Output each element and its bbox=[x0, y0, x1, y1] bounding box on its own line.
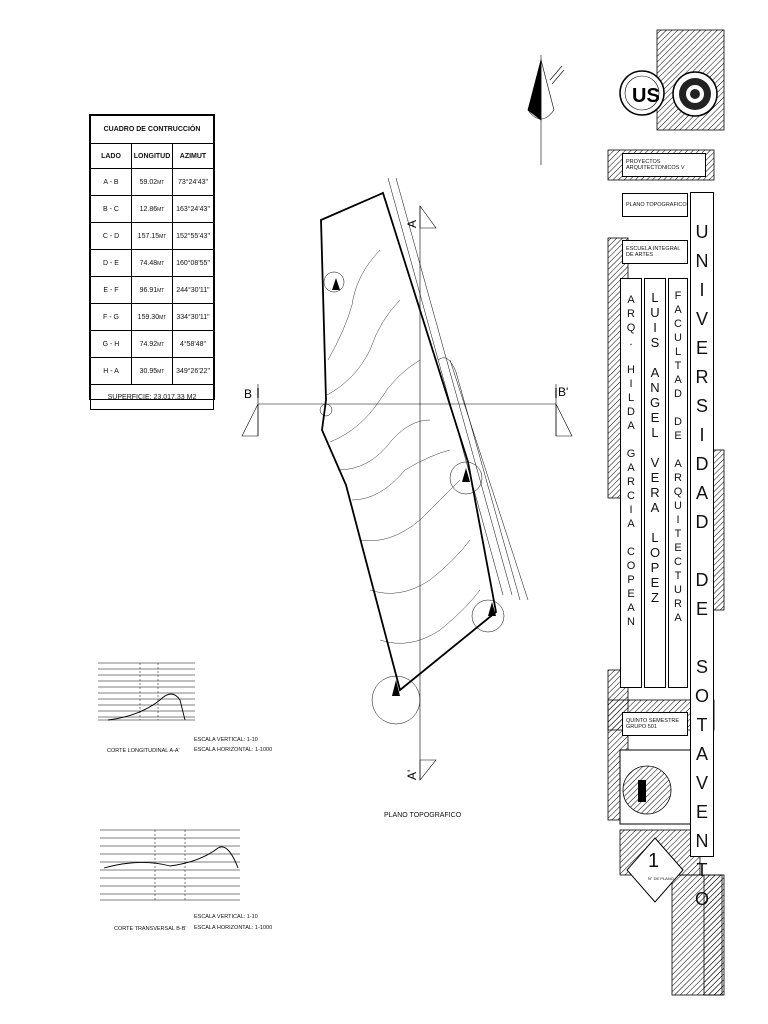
longitud-value: 96.91 bbox=[139, 286, 158, 294]
unit: MT bbox=[159, 314, 167, 321]
construction-table: CUADRO DE CONTRUCCIÓN LADO LONGITUD AZIM… bbox=[89, 114, 215, 410]
longitud-value: 30.95 bbox=[139, 367, 158, 375]
group-box: QUINTO SEMESTRE GRUPO 501 bbox=[622, 712, 688, 736]
lot-boundary bbox=[320, 191, 497, 692]
cell-lado: B - C bbox=[90, 195, 132, 223]
sheet-number-label: N° DE PLANO bbox=[648, 876, 674, 881]
vertex-markers bbox=[319, 271, 505, 725]
section-transversal-scale-h: ESCALA HORIZONTAL: 1-1000 bbox=[194, 925, 273, 931]
longitud-value: 74.92 bbox=[139, 340, 158, 348]
unit: MT bbox=[157, 206, 165, 213]
cell-longitud: 59.02MT bbox=[131, 168, 173, 196]
table-row: C - D 157.15MT 152°55'43" bbox=[90, 222, 214, 250]
cell-azimut: 349°26'22" bbox=[172, 357, 214, 385]
school-box: ESCUELA INTEGRAL DE ARTES bbox=[622, 240, 688, 264]
cell-azimut: 244°30'11" bbox=[172, 276, 214, 304]
school-logo-icon bbox=[619, 749, 693, 825]
road-edges bbox=[387, 177, 529, 601]
cell-lado: G - H bbox=[90, 330, 132, 358]
section-label-b-prime: B' bbox=[558, 385, 568, 399]
unit: MT bbox=[157, 287, 165, 294]
sheet-number-diamond bbox=[626, 837, 684, 903]
vertex-arrows bbox=[332, 278, 496, 696]
section-longitudinal-scale-h: ESCALA HORIZONTAL: 1-1000 bbox=[194, 747, 273, 753]
cell-longitud: 159.30MT bbox=[131, 303, 173, 331]
cell-azimut: 4°58'48" bbox=[172, 330, 214, 358]
us-logo-text: US bbox=[632, 85, 660, 107]
north-arrow-icon bbox=[527, 55, 565, 165]
cell-longitud: 157.15MT bbox=[131, 222, 173, 250]
section-longitudinal-drawing bbox=[98, 662, 195, 721]
cell-longitud: 12.86MT bbox=[131, 195, 173, 223]
course-box: PROYECTOS ARQUITECTONICOS V bbox=[622, 153, 706, 177]
header-lado: LADO bbox=[90, 143, 132, 169]
unit: MT bbox=[159, 233, 167, 240]
section-line-b bbox=[241, 384, 573, 437]
cell-lado: F - G bbox=[90, 303, 132, 331]
longitud-value: 12.86 bbox=[139, 205, 158, 213]
table-row: H - A 30.95MT 349°26'22" bbox=[90, 357, 214, 385]
unit: MT bbox=[157, 260, 165, 267]
longitud-value: 74.48 bbox=[139, 259, 158, 267]
cell-longitud: 74.92MT bbox=[131, 330, 173, 358]
cell-lado: A - B bbox=[90, 168, 132, 196]
section-transversal-scale-v: ESCALA VERTICAL: 1-10 bbox=[194, 914, 258, 920]
unit: MT bbox=[157, 341, 165, 348]
longitud-value: 59.02 bbox=[139, 178, 158, 186]
section-label-b: B bbox=[244, 387, 252, 401]
longitud-value: 157.15 bbox=[137, 232, 160, 240]
contour-lines bbox=[326, 249, 481, 644]
section-label-a-prime: A' bbox=[405, 770, 419, 780]
topographic-plan: B B' A A' bbox=[98, 55, 573, 901]
section-longitudinal-title: CORTE LONGITUDINAL A-A' bbox=[107, 748, 180, 754]
table-superficie: SUPERFICIE: 23,017.33 M2 bbox=[90, 384, 214, 410]
plan-title: PLANO TOPOGRAFICO bbox=[384, 812, 462, 819]
section-longitudinal-scale-v: ESCALA VERTICAL: 1-10 bbox=[194, 737, 258, 743]
unit: MT bbox=[157, 368, 165, 375]
table-row: D - E 74.48MT 160°08'55" bbox=[90, 249, 214, 277]
cell-lado: D - E bbox=[90, 249, 132, 277]
unit: MT bbox=[157, 179, 165, 186]
section-transversal-title: CORTE TRANSVERSAL B-B' bbox=[114, 926, 187, 932]
table-row: F - G 159.30MT 334°30'11" bbox=[90, 303, 214, 331]
cell-lado: E - F bbox=[90, 276, 132, 304]
section-line-a bbox=[419, 205, 437, 781]
table-row: G - H 74.92MT 4°58'48" bbox=[90, 330, 214, 358]
cell-azimut: 160°08'55" bbox=[172, 249, 214, 277]
unam-seal-icon bbox=[672, 71, 718, 117]
section-transversal-drawing bbox=[100, 829, 240, 901]
table-row: E - F 96.91MT 244°30'11" bbox=[90, 276, 214, 304]
cell-longitud: 30.95MT bbox=[131, 357, 173, 385]
longitud-value: 159.30 bbox=[137, 313, 160, 321]
sheet-number: 1 bbox=[648, 850, 660, 872]
sheet-name-box: PLANO TOPOGRAFICO bbox=[622, 193, 688, 217]
us-logo-icon: US bbox=[619, 70, 665, 116]
section-label-a: A bbox=[405, 220, 419, 228]
